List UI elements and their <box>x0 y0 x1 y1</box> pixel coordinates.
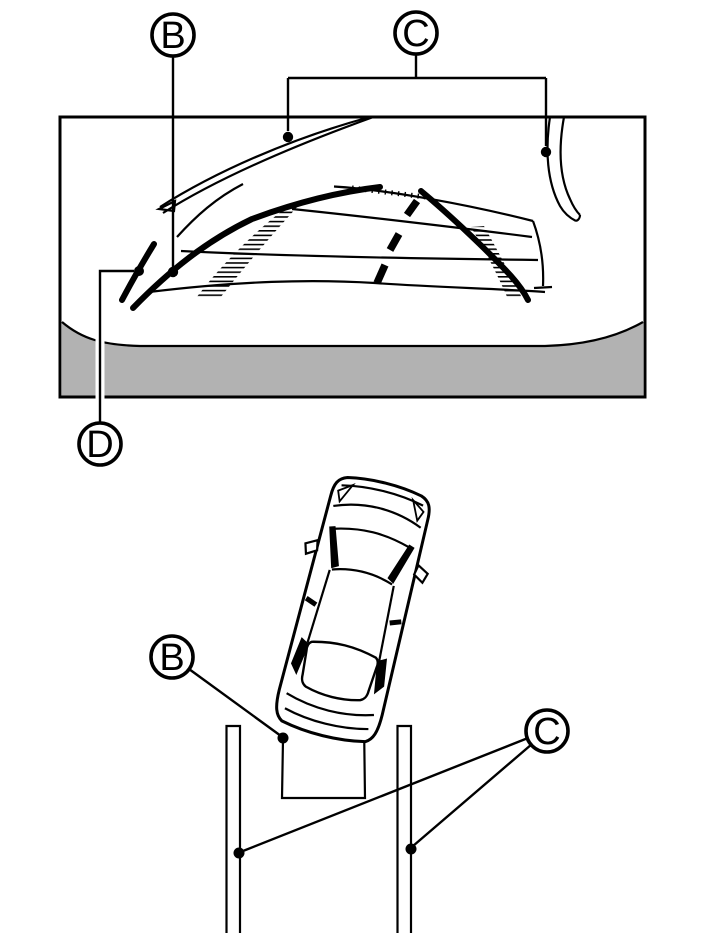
badge-b-camera: B <box>150 12 196 58</box>
hatch-shading-left <box>196 206 298 298</box>
bumper-top-edge <box>61 321 644 348</box>
badge-c-overhead-letter: C <box>533 711 560 753</box>
car-windshield-base <box>331 568 393 586</box>
car-trunk-line <box>286 692 375 717</box>
car-headlight-left <box>337 483 356 504</box>
estimated-course-dashes <box>373 198 421 285</box>
leader-dot-d <box>134 266 144 276</box>
width-guide-line-left <box>130 184 383 311</box>
parking-space-right-edge-foot <box>533 285 553 290</box>
car-top-view <box>275 476 431 744</box>
badge-b-overhead: B <box>149 634 195 680</box>
car-windshield-top <box>333 527 411 549</box>
leader-dot-c-right <box>540 146 552 158</box>
badge-d-camera: D <box>77 421 123 467</box>
car-a-pillar-left <box>329 526 339 569</box>
parking-stripe-right <box>396 724 413 933</box>
parking-stripe-left <box>225 724 242 933</box>
camera-display-figure: B C D <box>58 10 647 467</box>
car-b-pillar-left <box>304 596 318 607</box>
car-roofline-right <box>378 585 395 661</box>
leader-line-c-overhead-left <box>242 736 529 853</box>
car-mirror-left <box>304 538 319 556</box>
overhead-parking-figure: B C <box>149 476 570 933</box>
adjacent-parking-line <box>546 116 582 223</box>
width-guide-line-right <box>418 188 531 303</box>
car-body-outline <box>275 476 431 744</box>
car-a-pillar-right <box>387 544 415 584</box>
leader-dot-c-left <box>282 131 294 143</box>
leader-dot-c-left-stripe <box>233 847 245 859</box>
leader-dot-b-overhead <box>277 732 289 744</box>
vehicle-bumper <box>62 322 643 396</box>
badge-c-overhead: C <box>524 708 570 754</box>
car-headlight-right <box>411 496 425 523</box>
road-edge-inner-segment <box>176 183 244 238</box>
leader-dot-c-right-stripe <box>405 843 417 855</box>
parking-space-right-edge <box>531 220 545 287</box>
car-rear-bumper-line <box>284 707 369 731</box>
car-b-pillar-right <box>389 619 402 626</box>
leader-line-d <box>98 269 134 423</box>
car-hood-line <box>333 503 422 529</box>
badge-c-camera: C <box>393 10 439 56</box>
car-c-pillar-right <box>373 658 388 695</box>
leader-line-c-overhead-right <box>412 743 533 847</box>
road-edge-line <box>155 116 373 238</box>
leader-line-c <box>286 55 548 146</box>
leader-line-b-overhead <box>188 668 282 737</box>
parking-space-line-2 <box>291 207 533 239</box>
badge-d-camera-letter: D <box>86 424 113 466</box>
projected-course-outline <box>280 720 367 800</box>
leader-dot-b <box>167 266 179 278</box>
car-mirror-right <box>412 563 430 585</box>
badge-b-camera-letter: B <box>160 15 185 57</box>
car-rear-window <box>300 640 380 702</box>
car-roofline-left <box>306 569 331 644</box>
badge-c-camera-letter: C <box>402 13 429 55</box>
car-c-pillar-left <box>290 637 310 676</box>
badge-b-overhead-letter: B <box>159 637 184 679</box>
road-edge-tip <box>155 199 177 213</box>
